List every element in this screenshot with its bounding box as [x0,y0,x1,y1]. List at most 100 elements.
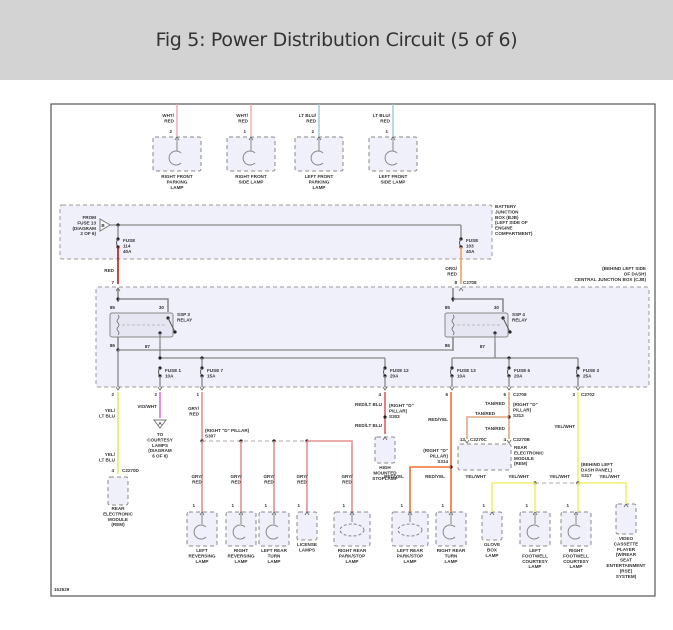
wire-color-label: RED [104,268,114,273]
connector-arrow [115,386,121,391]
pin-number: 1 [243,129,246,134]
connector-arrow [199,511,205,516]
relay-switch-icon [502,317,511,333]
relay-86-bus [118,337,454,351]
connector-arrow [506,386,512,391]
bulb-icon [232,524,246,540]
wire-color-label: GRY/RED [263,474,275,484]
connector-arrow [199,386,205,391]
relay-pin: 30 [494,305,500,310]
wire-color-label: TAN/RED [475,411,496,416]
pin-number: 1 [264,503,267,508]
connector-id: C2270B [513,437,531,442]
pin-number: 1 [196,392,199,397]
connector-arrow [573,511,579,516]
diagram-frame [50,103,656,597]
figure-id: 152529 [54,587,70,592]
pin-number: 7 [111,280,114,285]
battery-junction-box [59,204,493,260]
splice-label: (RIGHT "D"PILLAR)S313 [513,402,538,418]
pin-number: 2 [111,392,114,397]
connector-arrow [238,511,244,516]
relay-pin: 86 [445,343,451,348]
connector-arrow [349,511,355,516]
connector-arrow [449,386,455,391]
bulb-icon [242,150,256,166]
connector-arrow [458,287,464,292]
pin-number: 1 [342,503,345,508]
dual-filament-bulb-icon [397,523,423,537]
pin-number: 8 [454,280,457,285]
bulb-icon [168,150,182,166]
central-junction-box [95,286,650,388]
splice-label: (RIGHT "D"PILLAR)S314 [423,448,448,464]
figure-header: Fig 5: Power Distribution Circuit (5 of … [0,0,673,80]
rem-module-right [457,443,512,471]
wire-color-label: RED/YEL [425,474,445,479]
connector-arrow [174,136,180,141]
rem-module-left [107,476,129,506]
bottom-lamp-3 [258,511,290,547]
relay-30-wire [118,298,169,312]
wire-color-label: GRY/RED [230,474,242,484]
splice-dot [508,330,512,334]
connector-arrow [157,386,163,391]
pin-number: 1 [525,503,528,508]
wire-color-label: YEL/LT BLU [99,452,116,462]
pin-number: 4 [378,392,381,397]
pin-number: 6 [503,392,506,397]
pin-number: 4 [503,437,506,442]
pin-number: 1 [482,503,485,508]
connector-arrow [271,511,277,516]
connector-arrow [506,439,512,444]
wire-color-label: RED/LT BLU [355,423,383,428]
pin-number: 1 [441,503,444,508]
bulb-icon [384,150,398,166]
ssp4-relay [444,312,509,338]
connector-arrow [316,136,322,141]
bottom-lamp-7 [435,511,467,547]
pin-number: 1 [297,503,300,508]
wire-color-label: YEL/WHT [554,424,575,429]
relay-pin: 85 [110,305,116,310]
bottom-lamp-2 [225,511,257,547]
bottom-lamp-10 [560,511,592,547]
relay-pin: 87 [480,344,486,349]
wire-color-label: WHT/RED [236,113,248,123]
hmsl-lamp [374,436,396,464]
connector-id: C2270D [122,468,140,473]
wire-color-label: YEL/LT BLU [99,408,116,418]
wire-color-label: ORG/RED [445,266,457,276]
bottom-lamp-9 [519,511,551,547]
connector-id: C2708 [513,392,527,397]
pin-number: 6 [445,392,448,397]
bulb-icon [442,524,456,540]
connector-id: C2270C [470,437,488,442]
wire-color-label: RED/LT BLU [355,402,383,407]
splice-dot [158,356,162,360]
dual-filament-bulb-icon [339,523,365,537]
pin-number: 1 [192,503,195,508]
bulb-icon [567,524,581,540]
ssp3-relay [109,312,174,338]
bulb-icon [526,524,540,540]
wire-color-label: VIO/WHT [137,404,157,409]
